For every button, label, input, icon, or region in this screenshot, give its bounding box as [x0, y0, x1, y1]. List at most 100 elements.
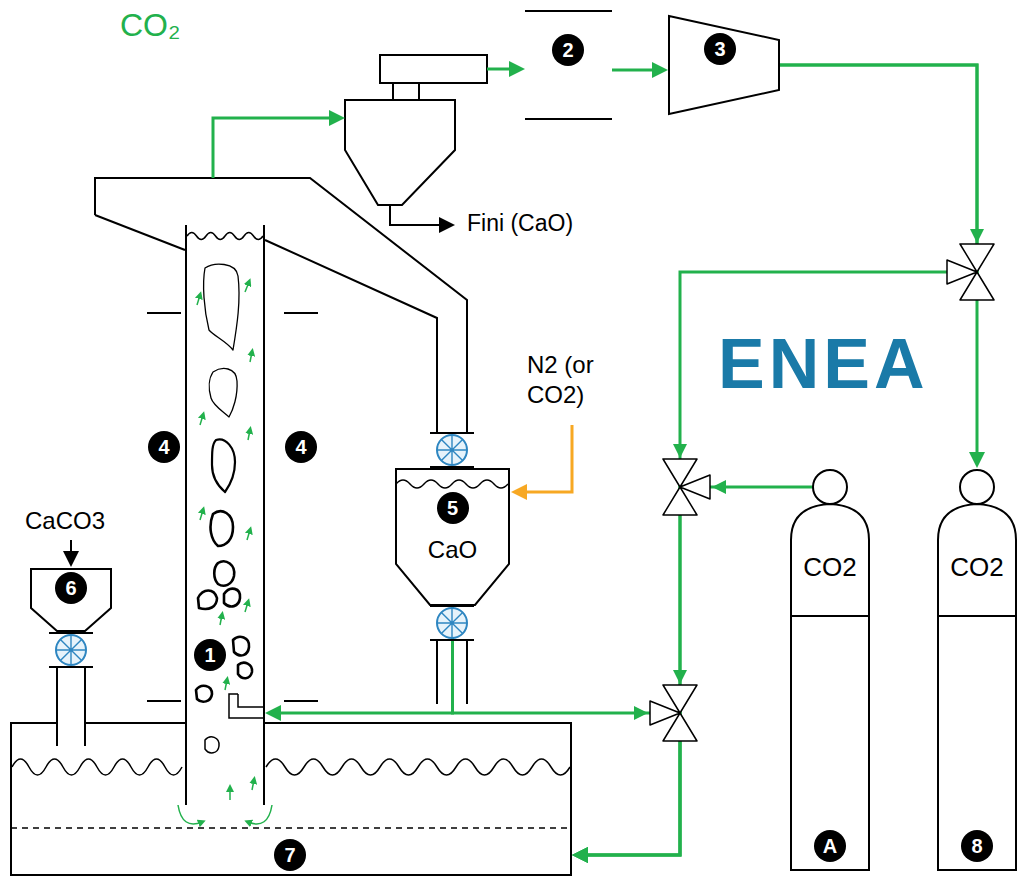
purge-arrow	[521, 425, 572, 492]
callout-number: 8	[961, 830, 993, 862]
cyclone	[345, 100, 455, 205]
three-way-valve	[663, 459, 710, 515]
gas-flow-arrow	[197, 295, 200, 305]
fines-arrow	[390, 205, 445, 225]
feed-hopper: 6	[30, 568, 112, 632]
fluidized-bed: 7	[10, 722, 572, 876]
gas-label: CO₂	[120, 8, 180, 43]
shape-outline	[11, 827, 571, 829]
text-label: CO2	[950, 552, 1003, 583]
riser-particles	[187, 233, 263, 753]
riser-particles	[187, 233, 263, 240]
purge-arrow	[521, 425, 572, 492]
callout-number: 4	[148, 431, 180, 463]
flow-arrowhead	[673, 444, 687, 458]
cyclone	[393, 83, 419, 100]
shape-outline	[31, 569, 111, 631]
riser-particles	[205, 737, 219, 753]
gas-flow-line	[582, 65, 977, 855]
shape-outline	[960, 470, 994, 504]
outlet-pipe	[57, 640, 467, 746]
gas-label: N2 (or CO2)	[527, 350, 623, 410]
riser-particles	[211, 511, 233, 546]
riser-particles	[204, 264, 239, 350]
shape-outline	[396, 469, 509, 605]
gas-flow-arrow	[178, 805, 202, 824]
gas-flow-line	[582, 487, 813, 855]
logo-text: ENEA	[718, 326, 928, 403]
outlet-pipe	[57, 667, 85, 746]
riser-particles	[212, 440, 235, 492]
callout-number: A	[814, 830, 846, 862]
callout-number: 7	[274, 839, 306, 871]
gas-flow-arrow	[225, 680, 227, 690]
injector-pipe	[229, 694, 263, 718]
three-way-valve	[650, 685, 697, 741]
gas-flow-arrow	[178, 282, 272, 824]
riser-reactor: 1	[185, 225, 265, 805]
shape-outline	[938, 615, 1016, 617]
gas-flow-arrow	[250, 352, 252, 362]
shape-outline	[789, 468, 871, 872]
callout-number: 2	[552, 34, 584, 66]
riser-particles	[196, 686, 212, 702]
three-way-valve	[947, 244, 994, 300]
riser-particles	[233, 637, 249, 656]
heater-bar: 4	[147, 312, 181, 702]
riser-particles	[198, 591, 217, 609]
fines-arrow	[71, 205, 445, 557]
shape-outline	[936, 468, 1018, 872]
gas-cylinder: CO2A	[789, 468, 871, 872]
flow-arrowhead	[712, 480, 726, 494]
shape-outline	[668, 15, 780, 115]
riser-particles	[214, 561, 234, 585]
cooler-box: 2	[525, 10, 612, 120]
callout-number: 3	[704, 33, 736, 65]
rotary-valve	[49, 633, 93, 667]
gas-flow-arrow	[213, 69, 515, 178]
shape-outline	[396, 480, 508, 488]
gas-flow-arrow	[248, 430, 250, 440]
text-label: CO2	[803, 552, 856, 583]
gas-flow-arrow	[247, 530, 250, 540]
stream-label: Fini (CaO)	[467, 211, 573, 236]
injector-pipe	[229, 694, 263, 718]
gas-flow-arrow	[200, 510, 203, 520]
compressor-symbol: 3	[668, 15, 780, 115]
gas-flow-arrow	[245, 282, 249, 292]
hood	[95, 215, 185, 250]
gas-flow-arrow	[213, 118, 335, 178]
riser-particles	[224, 589, 240, 607]
flow-arrowhead	[634, 706, 648, 720]
gas-cylinder: CO2 8	[936, 468, 1018, 872]
shape-outline	[669, 16, 779, 114]
gas-flow-arrow	[248, 805, 272, 824]
storage-hopper: 5CaO	[395, 468, 510, 606]
text-label: CaO	[428, 536, 477, 565]
shape-outline	[266, 759, 570, 775]
shape-outline	[11, 722, 571, 875]
riser-particles	[238, 663, 252, 678]
rotary-valve	[430, 606, 474, 640]
gas-flow-arrow	[229, 788, 231, 800]
heater-bar: 4	[284, 312, 318, 702]
gas-flow-arrow	[245, 602, 248, 612]
gas-flow-arrow	[220, 615, 222, 625]
gas-flow-line	[453, 606, 681, 855]
gas-flow-arrow	[252, 780, 254, 790]
rotary-valve	[430, 433, 474, 467]
shape-outline	[813, 470, 847, 504]
flow-arrowhead	[970, 229, 984, 243]
gas-flow-line	[612, 69, 658, 72]
cyclone	[380, 55, 487, 83]
shape-outline	[10, 722, 572, 724]
callout-number: 6	[55, 572, 87, 604]
gas-flow-arrow	[487, 68, 515, 71]
shape-outline	[791, 615, 869, 617]
gas-flow-arrow	[200, 415, 203, 425]
callout-number: 1	[194, 639, 226, 671]
riser-particles	[209, 369, 237, 417]
callout-number: 5	[437, 492, 469, 524]
flow-arrowhead	[673, 670, 687, 684]
